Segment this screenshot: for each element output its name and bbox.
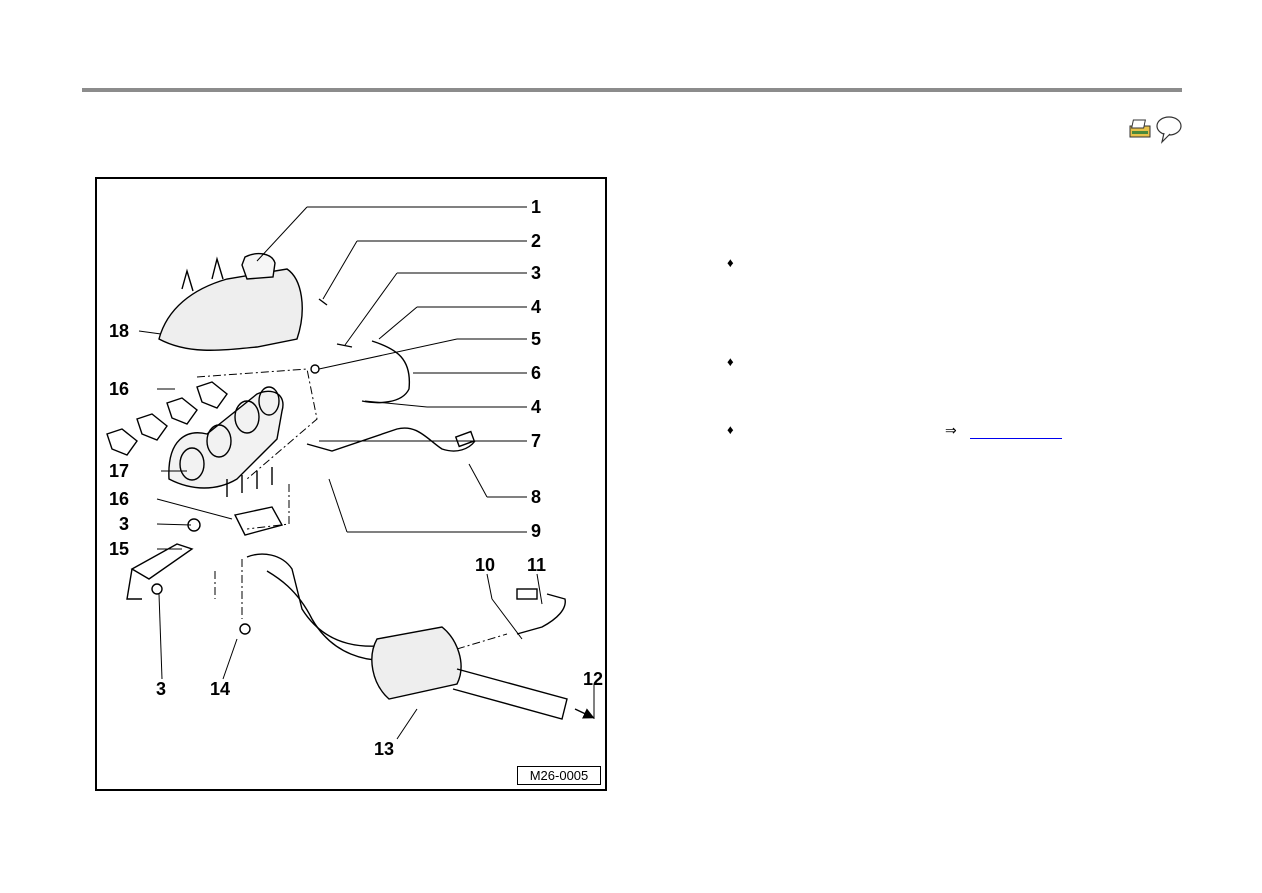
callout-11: 11 <box>527 555 546 575</box>
callout-8: 8 <box>531 487 541 507</box>
callout-4b: 4 <box>531 397 541 417</box>
callout-14: 14 <box>210 679 230 699</box>
callout-18: 18 <box>109 321 129 341</box>
callout-3c: 3 <box>156 679 166 699</box>
toolbar <box>1127 114 1183 149</box>
callout-3: 3 <box>531 263 541 283</box>
callout-16: 16 <box>109 379 129 399</box>
bolt <box>318 298 328 306</box>
callout-13: 13 <box>374 739 394 759</box>
egr-pipe <box>361 340 411 404</box>
callout-2: 2 <box>531 231 541 251</box>
header-rule <box>82 88 1182 92</box>
speech-bubble-icon[interactable] <box>1155 114 1183 149</box>
callout-5: 5 <box>531 329 541 349</box>
oxygen-sensor <box>306 427 476 452</box>
bullet-2: ♦ <box>727 354 734 369</box>
catalytic-converter <box>371 626 462 700</box>
callout-17: 17 <box>109 461 129 481</box>
callout-7: 7 <box>531 431 541 451</box>
heat-shield <box>158 268 303 351</box>
front-pipe <box>246 553 398 647</box>
bullet-1: ♦ <box>727 255 734 270</box>
manifold-gasket <box>106 381 228 456</box>
callout-3b: 3 <box>119 514 129 534</box>
bullet-3: ♦ <box>727 422 734 437</box>
callout-9: 9 <box>531 521 541 541</box>
printer-icon[interactable] <box>1127 117 1153 146</box>
figure-code: M26-0005 <box>517 766 601 785</box>
rear-pipe <box>452 668 568 720</box>
exhaust-manifold <box>168 390 284 489</box>
support-bracket <box>130 543 194 580</box>
reference-link[interactable] <box>970 422 1062 439</box>
egr-flange <box>241 252 276 280</box>
callout-4: 4 <box>531 297 541 317</box>
downstream-oxygen-sensor <box>516 593 566 635</box>
callout-6: 6 <box>531 363 541 383</box>
exploded-view-diagram: 1 2 3 4 5 6 4 7 8 9 10 11 12 13 14 3 15 … <box>95 177 607 791</box>
bolt <box>336 343 353 348</box>
callout-10: 10 <box>475 555 495 575</box>
callout-15: 15 <box>109 539 129 559</box>
reference-arrow: ⇒ <box>945 422 957 438</box>
callout-16b: 16 <box>109 489 129 509</box>
callout-12: 12 <box>583 669 603 689</box>
downpipe-gasket <box>233 506 284 536</box>
callout-1: 1 <box>531 197 541 217</box>
